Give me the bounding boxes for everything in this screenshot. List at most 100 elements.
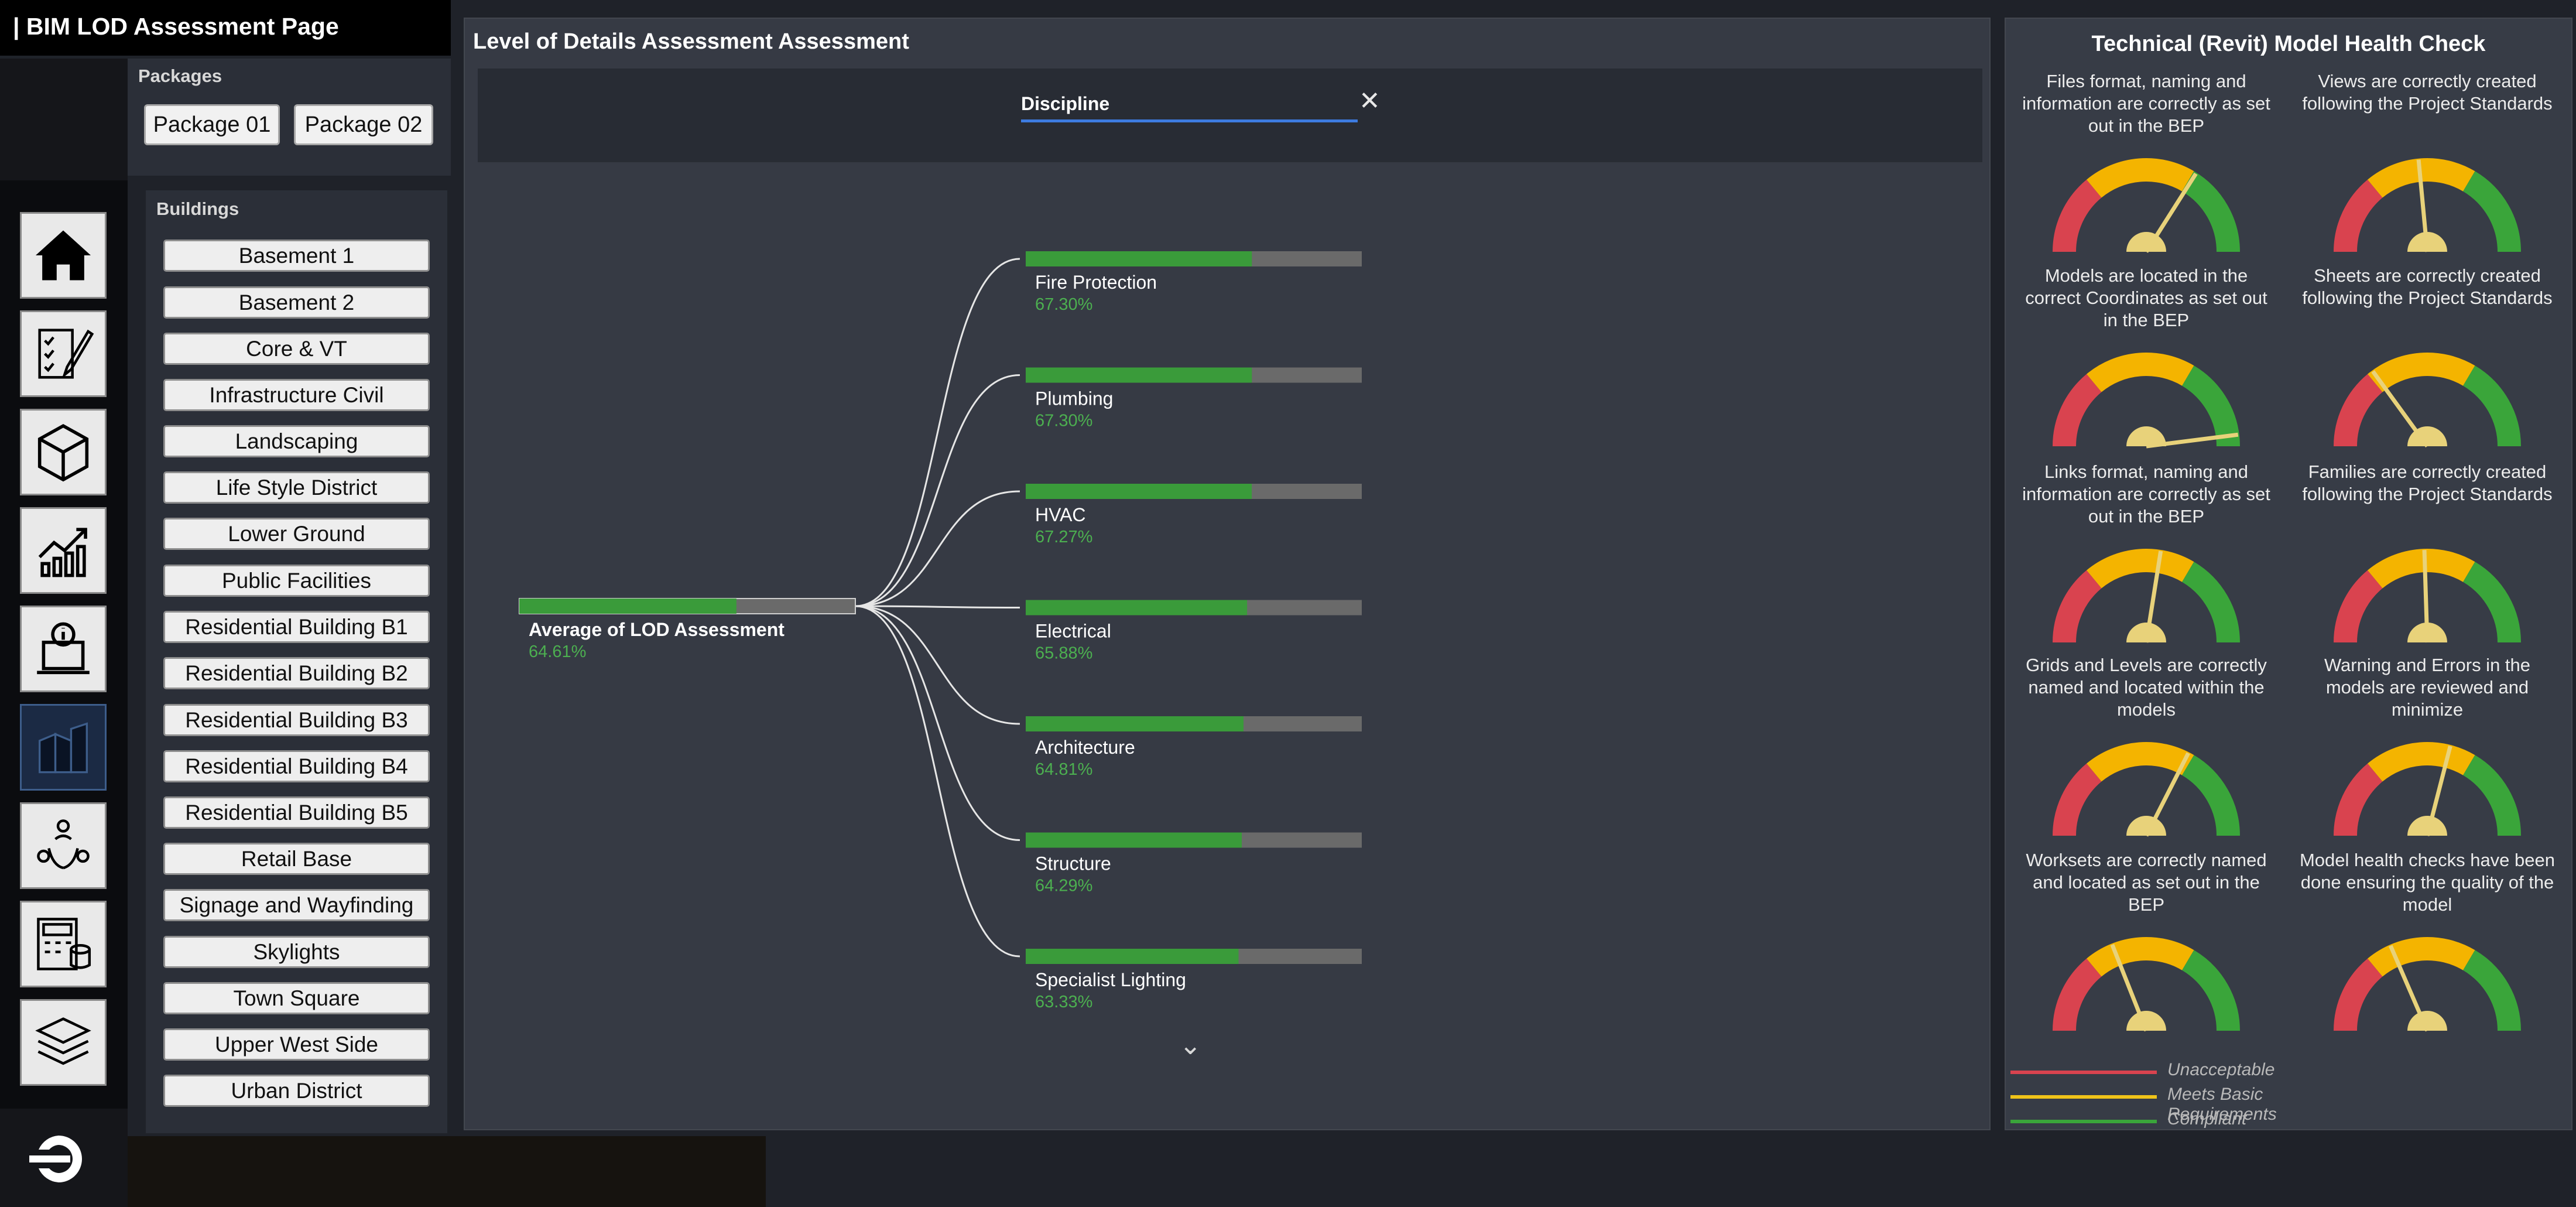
discipline-filter-label[interactable]: Discipline (1021, 93, 1110, 114)
building-item[interactable]: Town Square (163, 982, 430, 1014)
health-gauge (2053, 549, 2240, 643)
package-02-button[interactable]: Package 02 (294, 104, 433, 145)
home-icon (35, 230, 91, 281)
discipline-node-bar (1026, 367, 1252, 383)
building-item[interactable]: Life Style District (163, 471, 430, 504)
nav-calc-button[interactable] (20, 901, 107, 987)
page-title: | BIM LOD Assessment Page (13, 13, 339, 40)
gauge-zone-red (2334, 179, 2383, 252)
building-item[interactable]: Residential Building B3 (163, 704, 430, 736)
building-item[interactable]: Landscaping (163, 425, 430, 457)
gauge-hub (2126, 623, 2166, 642)
discipline-node-bar (1026, 251, 1252, 266)
checklist-edit-icon (38, 329, 94, 379)
nav-checklist-button[interactable] (20, 310, 107, 397)
gauge-hub (2126, 232, 2166, 252)
gauge-zone-green (2181, 755, 2240, 836)
root-node-value: 64.61% (529, 642, 586, 661)
health-gauge (2334, 158, 2521, 252)
discipline-node-value: 63.33% (1035, 993, 1092, 1011)
building-item[interactable]: Public Facilities (163, 565, 430, 597)
tree-connector (855, 605, 1020, 608)
gauge-zone-yellow (2087, 353, 2194, 392)
gauge-zone-red (2053, 374, 2102, 447)
legend-swatch (2010, 1095, 2157, 1099)
building-item[interactable]: Residential Building B4 (163, 750, 430, 782)
nav-progress-button[interactable] (20, 507, 107, 594)
chevron-down-icon[interactable]: ⌄ (1179, 1030, 1202, 1060)
building-item[interactable]: Skylights (163, 936, 430, 968)
gauge-zone-green (2462, 171, 2521, 252)
building-item[interactable]: Infrastructure Civil (163, 379, 430, 411)
discipline-node-value: 67.27% (1035, 528, 1092, 546)
health-gauge (2334, 353, 2521, 448)
health-gauge (2334, 742, 2521, 836)
nav-model-button[interactable] (20, 409, 107, 495)
discipline-node-bar (1026, 832, 1242, 848)
nav-buildings-button[interactable] (20, 704, 107, 791)
building-item[interactable]: Upper West Side (163, 1028, 430, 1061)
packages-label: Packages (138, 66, 222, 86)
gauge-zone-red (2053, 179, 2102, 252)
building-item[interactable]: Core & VT (163, 333, 430, 365)
gauge-caption: Views are correctly created following th… (2302, 71, 2553, 114)
building-item[interactable]: Residential Building B2 (163, 657, 430, 689)
packages-slicer: Packages Package 01 Package 02 (128, 59, 451, 176)
building-item[interactable]: Basement 2 (163, 286, 430, 319)
building-item[interactable]: Residential Building B5 (163, 796, 430, 829)
gauge-zone-green (2462, 365, 2521, 447)
discipline-filter-bar: Discipline ✕ (478, 69, 1982, 162)
gauge-caption: Warning and Errors in the models are rev… (2324, 655, 2531, 720)
discipline-node-bar (1026, 600, 1248, 616)
gauge-zone-red (2053, 958, 2102, 1031)
discipline-node-bar (1026, 949, 1239, 964)
root-node-bar (519, 599, 737, 614)
gauge-zone-yellow (2368, 937, 2475, 977)
building-item[interactable]: Lower Ground (163, 518, 430, 550)
gauge-zone-red (2334, 374, 2383, 447)
gauge-zone-yellow (2087, 158, 2194, 198)
discipline-node-label: Plumbing (1035, 388, 1113, 409)
discipline-node-label: Electrical (1035, 621, 1111, 642)
package-01-button[interactable]: Package 01 (144, 104, 280, 145)
building-item[interactable]: Basement 1 (163, 240, 430, 272)
nav-home-button[interactable] (20, 212, 107, 299)
building-item[interactable]: Residential Building B1 (163, 611, 430, 643)
building-item[interactable]: Retail Base (163, 843, 430, 875)
root-node-label: Average of LOD Assessment (529, 619, 785, 640)
health-gauge (2053, 353, 2240, 449)
gauge-caption: Models are located in the correct Coordi… (2025, 265, 2267, 330)
discipline-node-value: 64.81% (1035, 760, 1092, 779)
layers-icon (35, 1017, 91, 1065)
discipline-node-value: 64.29% (1035, 877, 1092, 895)
discipline-node-bar (1026, 484, 1252, 499)
gauge-zone-red (2334, 958, 2383, 1031)
gauge-zone-green (2462, 755, 2521, 836)
building-item[interactable]: Signage and Wayfinding (163, 889, 430, 921)
nav-team-button[interactable] (20, 802, 107, 889)
nav-layers-button[interactable] (20, 999, 107, 1086)
buildings-icon (39, 722, 88, 774)
title-bar: | BIM LOD Assessment Page (0, 0, 451, 56)
logo-placeholder (0, 59, 128, 180)
close-icon[interactable]: ✕ (1359, 87, 1381, 115)
discipline-node-label: Specialist Lighting (1035, 969, 1186, 990)
brand-logo-icon (29, 1136, 82, 1182)
gauge-zone-yellow (2087, 742, 2194, 782)
buildings-label: Buildings (156, 199, 239, 219)
gauge-zone-yellow (2087, 937, 2194, 977)
gauge-zone-green (2181, 562, 2240, 643)
discipline-node-label: Structure (1035, 853, 1111, 874)
building-item[interactable]: Urban District (163, 1075, 430, 1107)
legend-label: Compliant (2167, 1109, 2247, 1129)
gauge-zone-red (2053, 570, 2102, 643)
gauge-zone-yellow (2368, 742, 2475, 782)
gauge-caption: Worksets are correctly named and located… (2026, 850, 2267, 915)
health-gauge (2334, 549, 2521, 643)
gauge-hub (2407, 1011, 2447, 1031)
tree-connector (855, 605, 1020, 958)
discipline-node-label: Architecture (1035, 737, 1135, 758)
model-health-panel: Technical (Revit) Model Health Check Fil… (2005, 18, 2572, 1130)
nav-info-button[interactable] (20, 606, 107, 692)
